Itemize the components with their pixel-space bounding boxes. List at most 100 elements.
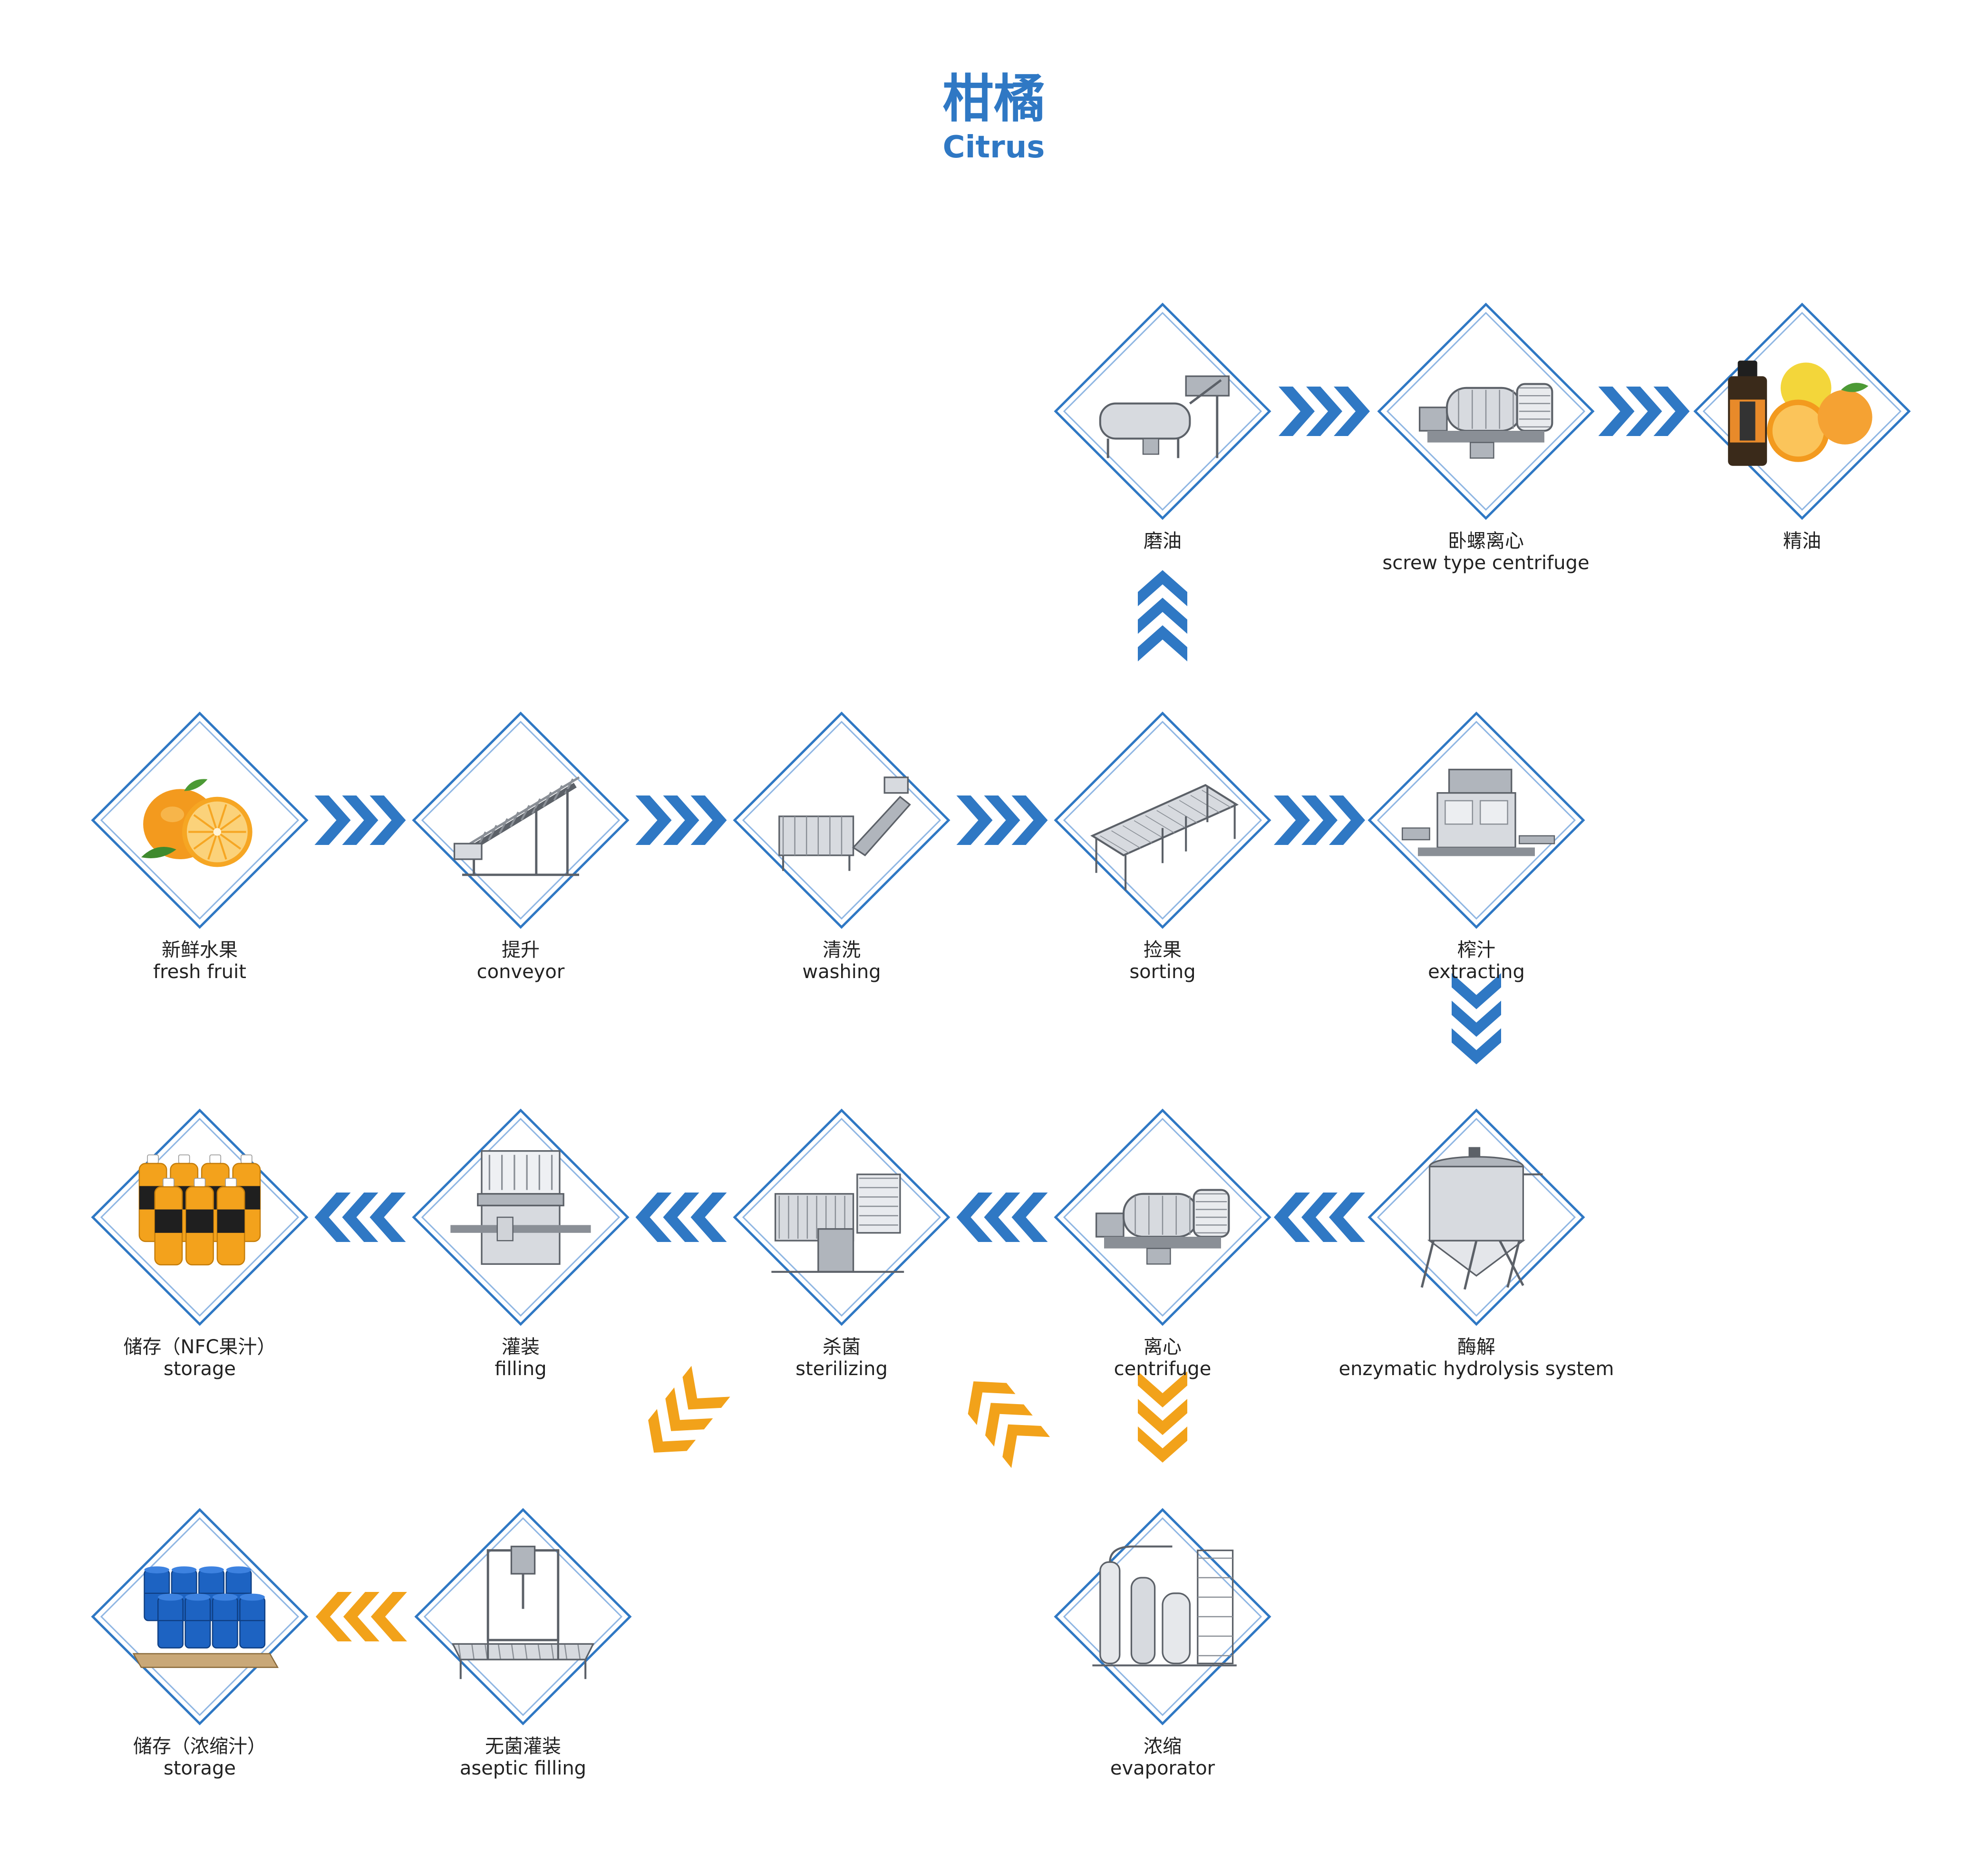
step-label-zh: 捡果 xyxy=(1144,939,1182,961)
chevron-icon xyxy=(314,795,351,845)
chevron-icon xyxy=(690,795,727,845)
chevron-icon xyxy=(1274,1193,1310,1242)
step-label-en: enzymatic hydrolysis system xyxy=(1338,1358,1614,1380)
arrow-extracting-to-enzymatic xyxy=(1452,973,1501,1065)
diamond-frame-outer xyxy=(414,1508,632,1726)
diamond-frame-inner xyxy=(1063,1517,1262,1717)
node-centrifuge xyxy=(1054,1108,1271,1326)
label-essential-oil: 精油 xyxy=(1588,530,1988,552)
chevron-icon xyxy=(1138,1399,1187,1435)
step-label-zh: 新鲜水果 xyxy=(162,939,238,961)
diagram-subtitle: Citrus xyxy=(942,130,1045,165)
step-label-en: screw type centrifuge xyxy=(1382,552,1590,574)
nfc-bottles-icon xyxy=(138,1154,261,1266)
chevron-icon xyxy=(984,795,1020,845)
label-concentrate-storage: 储存（浓缩汁）storage xyxy=(0,1736,414,1779)
step-label-zh: 离心 xyxy=(1144,1336,1182,1358)
arrow-sorting-to-extracting xyxy=(1274,795,1365,845)
screw-centrifuge-icon xyxy=(1418,383,1553,459)
step-label-zh: 灌装 xyxy=(502,1336,540,1358)
chevron-icon xyxy=(635,795,672,845)
arrows-layer xyxy=(314,387,1690,1641)
node-filling xyxy=(412,1108,630,1326)
step-label-en: conveyor xyxy=(476,961,565,983)
chevron-icon xyxy=(1138,598,1187,634)
chevron-icon xyxy=(663,795,699,845)
chevron-icon xyxy=(369,795,406,845)
step-label-zh: 储存（NFC果汁） xyxy=(123,1336,276,1358)
step-label-zh: 卧螺离心 xyxy=(1448,530,1524,552)
node-evaporator xyxy=(1054,1508,1271,1726)
chevron-icon xyxy=(663,1193,699,1242)
chevron-icon xyxy=(314,1193,351,1242)
chevron-icon xyxy=(1452,973,1501,1009)
node-essential-oil xyxy=(1693,302,1911,520)
label-oil-grinding: 磨油 xyxy=(949,530,1377,552)
step-label-en: extracting xyxy=(1428,961,1525,983)
chevron-icon xyxy=(1452,1028,1501,1065)
node-nfc-storage xyxy=(91,1108,309,1326)
step-label-zh: 提升 xyxy=(502,939,540,961)
arrow-centrifuge-to-evaporator xyxy=(1138,1371,1187,1463)
sterilizer-icon xyxy=(771,1174,904,1273)
arrow-screw-centrifuge-to-essential-oil xyxy=(1598,387,1690,436)
chevron-icon xyxy=(1279,387,1315,436)
chevron-icon xyxy=(1138,625,1187,661)
arrow-fresh-fruit-to-conveyor xyxy=(314,795,406,845)
chevron-icon xyxy=(1002,1424,1050,1468)
chevron-icon xyxy=(1274,795,1310,845)
chevron-icon xyxy=(1011,795,1048,845)
arrow-conveyor-to-washing xyxy=(635,795,727,845)
chevron-icon xyxy=(371,1592,407,1641)
chevron-icon xyxy=(1329,1193,1365,1242)
chevron-icon xyxy=(1301,1193,1338,1242)
chevron-icon xyxy=(956,795,993,845)
chevron-icon xyxy=(343,1592,379,1641)
step-label-zh: 浓缩 xyxy=(1144,1736,1182,1757)
node-extracting xyxy=(1367,711,1585,929)
arrow-enzymatic-to-centrifuge xyxy=(1274,1193,1365,1242)
chevron-icon xyxy=(1653,387,1690,436)
chevron-icon xyxy=(665,1387,713,1431)
chevron-icon xyxy=(342,795,378,845)
extractor-icon xyxy=(1401,768,1555,856)
orange-fruit-icon xyxy=(141,779,252,867)
essential-oil-icon xyxy=(1728,360,1872,466)
step-label-en: sorting xyxy=(1129,961,1196,983)
node-washing xyxy=(733,711,950,929)
arrow-filling-to-nfc-storage xyxy=(314,1193,406,1242)
chevron-icon xyxy=(956,1193,993,1242)
evaporator-icon xyxy=(1092,1545,1237,1667)
step-label-en: storage xyxy=(164,1757,236,1779)
step-label-zh: 无菌灌装 xyxy=(485,1736,561,1757)
step-label-en: centrifuge xyxy=(1114,1358,1212,1380)
step-label-zh: 储存（浓缩汁） xyxy=(133,1736,266,1757)
diamond-frame-inner xyxy=(1377,720,1576,920)
chevron-icon xyxy=(369,1193,406,1242)
diagram-title: 柑橘 xyxy=(942,69,1045,129)
step-label-zh: 精油 xyxy=(1783,530,1821,552)
arrow-centrifuge-to-sterilizing xyxy=(956,1193,1048,1242)
diamond-frame-inner xyxy=(1063,720,1262,920)
step-label-en: evaporator xyxy=(1110,1757,1215,1779)
arrow-sorting-to-oil-grinding xyxy=(1138,570,1187,661)
step-label-zh: 杀菌 xyxy=(823,1336,861,1358)
chevron-icon xyxy=(968,1381,1016,1425)
aseptic-filler-icon xyxy=(451,1545,595,1679)
node-fresh-fruit xyxy=(91,711,309,929)
diamond-frame-inner xyxy=(1377,1117,1576,1317)
node-concentrate-storage xyxy=(91,1508,309,1726)
step-label-en: fresh fruit xyxy=(153,961,246,983)
chevron-icon xyxy=(1138,570,1187,606)
filling-machine-icon xyxy=(450,1150,591,1265)
